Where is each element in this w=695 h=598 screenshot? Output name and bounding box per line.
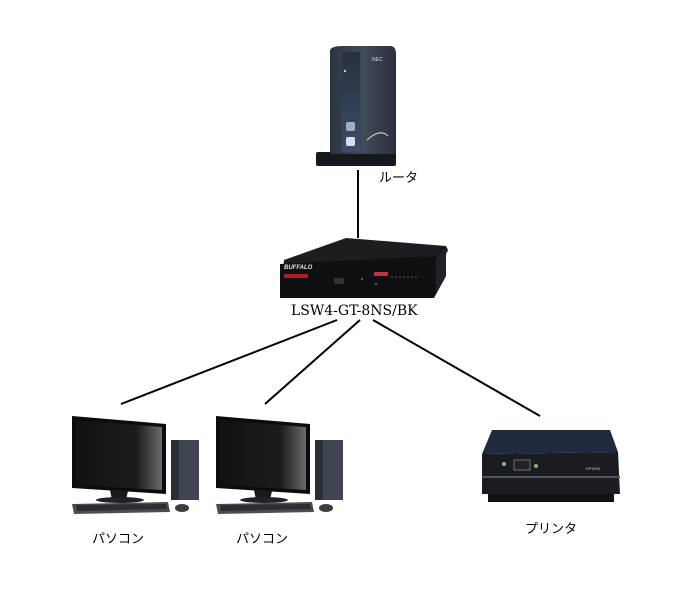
switch-brand: BUFFALO <box>284 265 313 271</box>
desktop-pc-icon <box>216 416 343 514</box>
router-label: ルータ <box>379 171 419 186</box>
pc1-label: パソコン <box>92 532 145 547</box>
edge-switch-pc1 <box>120 319 338 405</box>
printer-brand: EPSON <box>586 466 600 471</box>
pc2-label: パソコン <box>236 532 289 547</box>
router-brand: NEC <box>372 57 383 63</box>
printer-icon: EPSON <box>482 430 620 502</box>
switch-label: LSW4-GT-8NS/BK <box>291 303 418 319</box>
desktop-pc-icon <box>72 416 199 514</box>
edge-switch-printer <box>372 319 541 417</box>
network-switch-icon: BUFFALO <box>280 238 448 298</box>
edge-switch-pc2 <box>264 319 361 405</box>
wireless-router-icon: NEC <box>316 46 396 166</box>
printer-label: プリンタ <box>525 522 578 537</box>
